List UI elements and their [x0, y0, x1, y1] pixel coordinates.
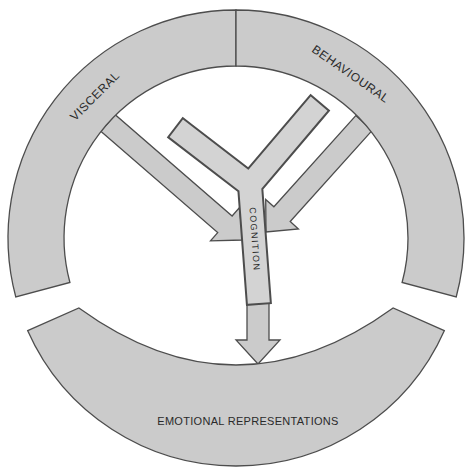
block-arrow — [236, 297, 280, 364]
y-outline — [185, 112, 312, 292]
node-shape — [28, 308, 444, 468]
node-shape — [165, 95, 335, 310]
ring-segment: EMOTIONAL REPRESENTATIONS — [28, 308, 444, 468]
cognition-junction: COGNITION — [165, 95, 335, 310]
y-fill — [185, 112, 312, 292]
band-label: EMOTIONAL REPRESENTATIONS — [157, 415, 339, 428]
band-outline — [28, 308, 445, 466]
